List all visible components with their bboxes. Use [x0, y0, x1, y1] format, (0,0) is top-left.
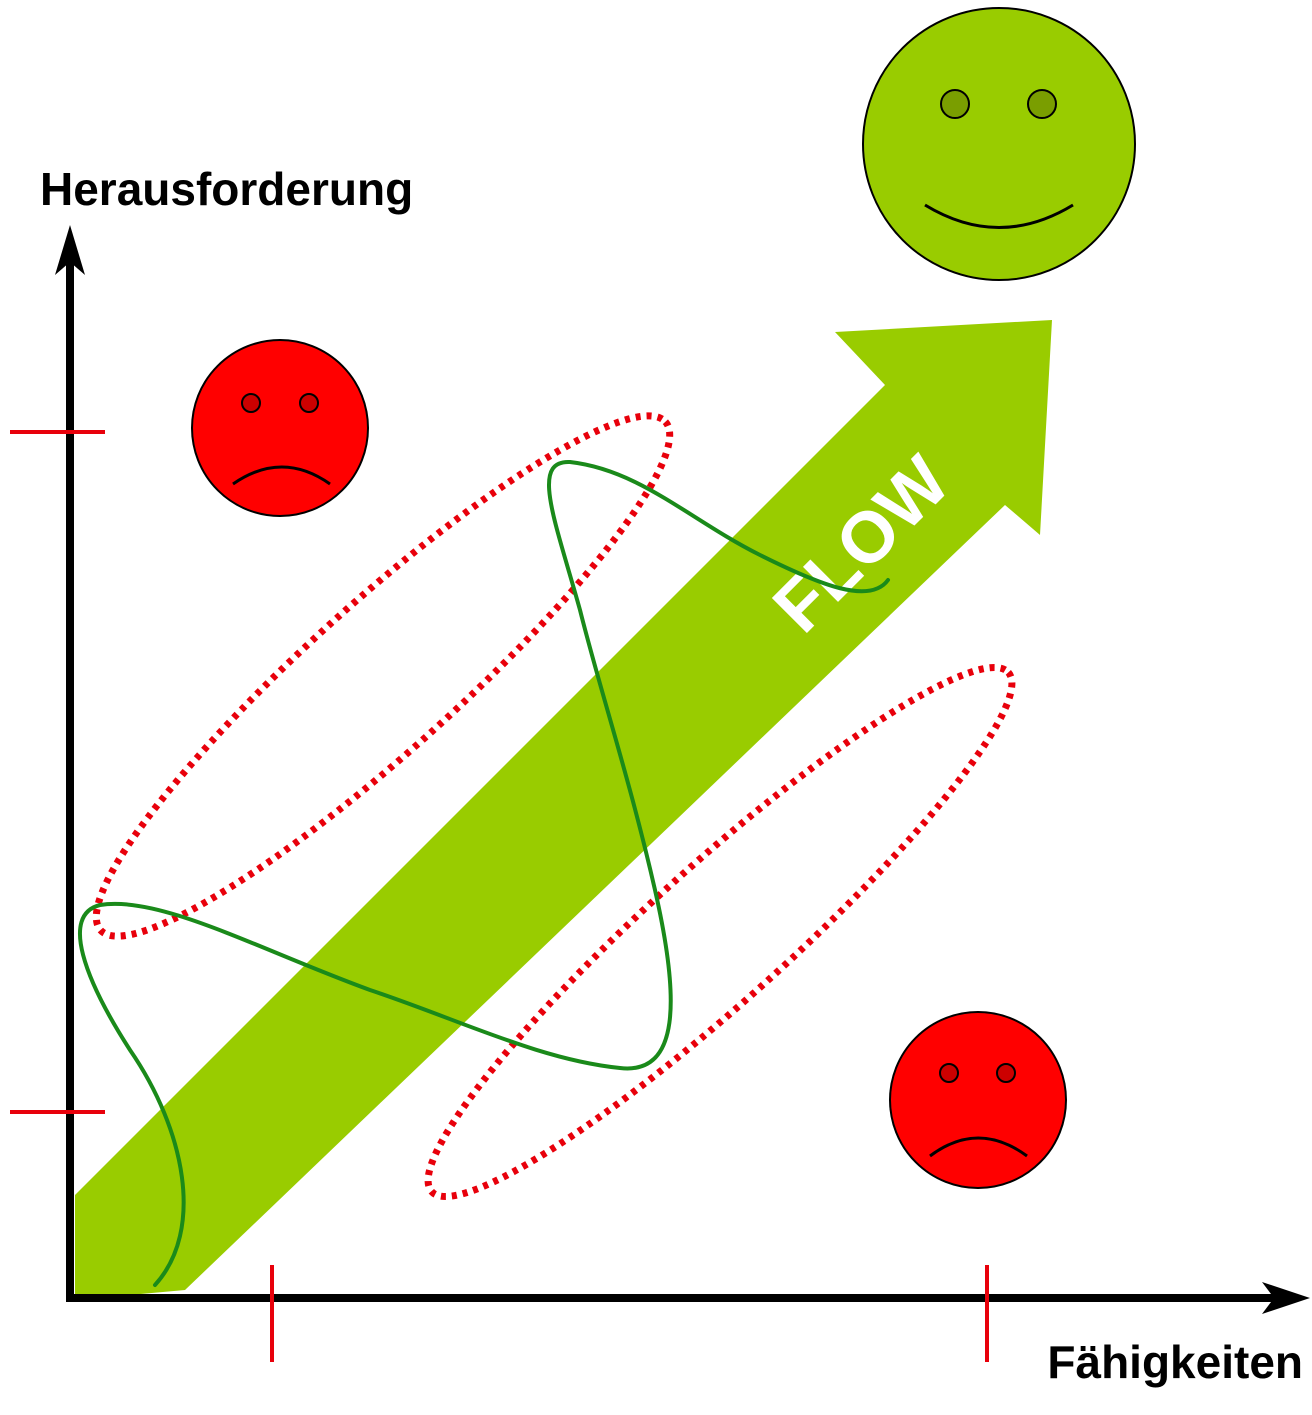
x-axis-title: Fähigkeiten	[1047, 1336, 1303, 1388]
x-axis-arrowhead	[1262, 1282, 1310, 1314]
sad-face-icon	[889, 1011, 1067, 1189]
sad-face-icon	[191, 339, 369, 517]
y-axis-title: Herausforderung	[40, 163, 413, 215]
anxiety-zone-outline	[92, 412, 674, 940]
boredom-zone-outline	[424, 664, 1016, 1200]
skill-challenge-path	[77, 459, 890, 1287]
flow-arrow	[75, 320, 1052, 1300]
y-axis-arrowhead	[55, 225, 85, 275]
happy-face-icon	[862, 7, 1136, 281]
